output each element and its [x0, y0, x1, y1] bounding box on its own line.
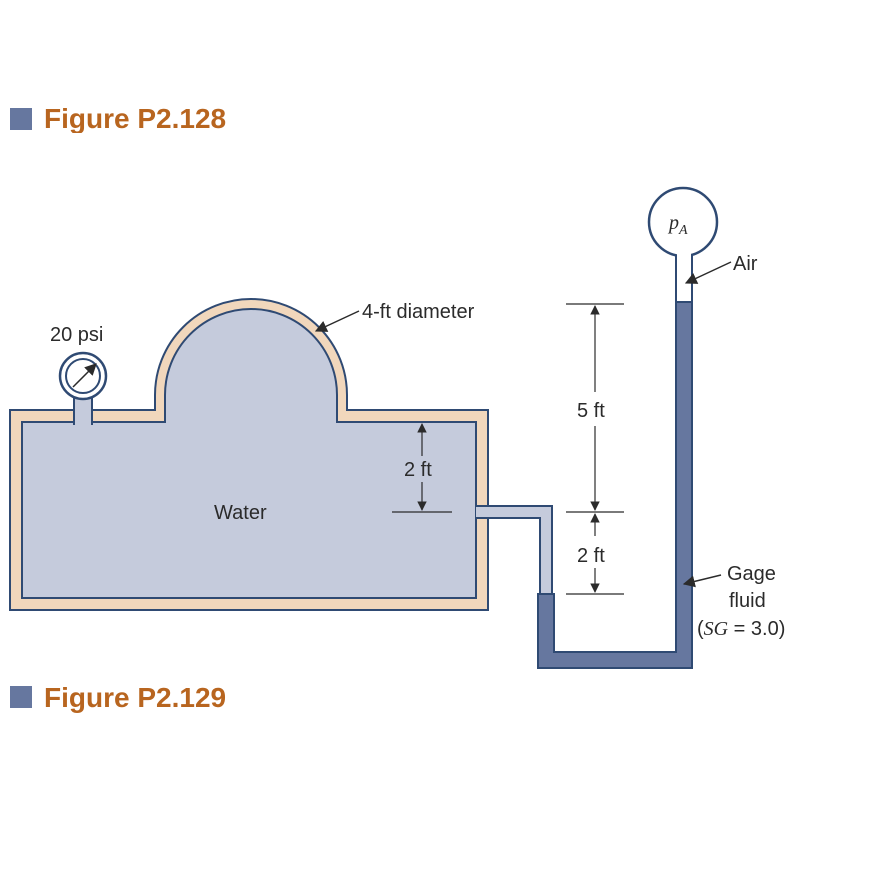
- air-label: Air: [733, 253, 758, 275]
- height-5ft-label: 5 ft: [577, 400, 605, 422]
- diameter-label: 4-ft diameter: [362, 301, 475, 323]
- gauge-pressure-label: 20 psi: [50, 324, 103, 346]
- diameter-leader-line: [314, 310, 360, 332]
- water-label: Water: [214, 502, 267, 524]
- tank-water: [21, 308, 477, 599]
- specific-gravity-label: (SG = 3.0): [697, 618, 785, 640]
- air-leader-line: [684, 261, 732, 284]
- depth-dimension: [392, 423, 452, 513]
- caption-square-icon: [10, 686, 32, 708]
- gage-fluid-label-line2: fluid: [729, 590, 766, 612]
- pressure-symbol: pA: [667, 212, 688, 238]
- gage-fluid-leader-line: [682, 574, 722, 588]
- depth-2ft-label: 2 ft: [404, 459, 432, 481]
- top-caption-text: Figure P2.128: [44, 103, 226, 134]
- pressure-gauge-icon: [58, 351, 108, 401]
- height-dimensions: [566, 303, 624, 595]
- pressure-chamber: [647, 186, 719, 258]
- gage-fluid-label-line1: Gage: [727, 563, 776, 585]
- height-2ft-label: 2 ft: [577, 545, 605, 567]
- gage-fluid-u-tube: [537, 301, 693, 669]
- top-caption-fragment: Figure P2.128: [10, 103, 226, 134]
- figure-caption: Figure P2.129: [44, 682, 226, 713]
